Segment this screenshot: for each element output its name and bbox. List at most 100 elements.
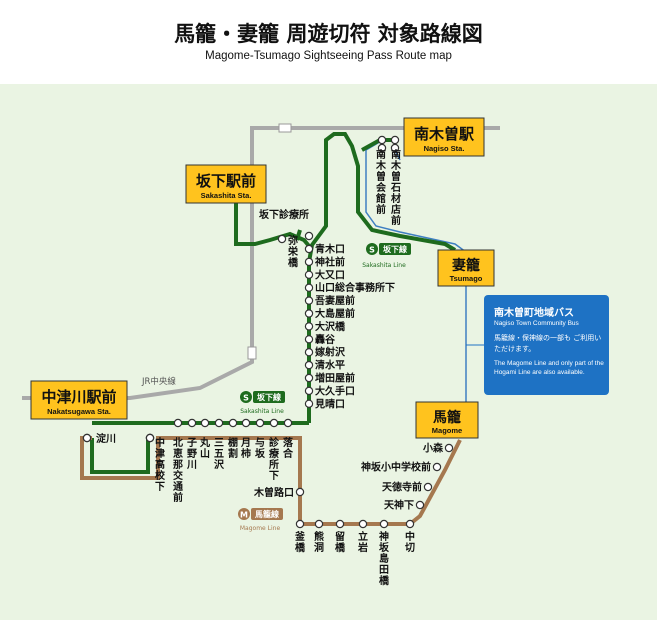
stop-node — [283, 418, 293, 428]
stop-label: 三五沢 — [214, 437, 225, 471]
stop-label: 吾妻屋前 — [315, 294, 355, 307]
stop-label: 中切 — [405, 530, 415, 554]
bus-info-panel: 南木曽町地域バス Nagiso Town Community Bus 馬籠線・保… — [484, 295, 609, 395]
stop-node — [241, 418, 251, 428]
stop-node — [304, 322, 314, 331]
stop-label: 青木口 — [315, 243, 345, 256]
stop-node — [255, 418, 265, 428]
svg-text:Sakashita Line: Sakashita Line — [240, 408, 284, 415]
stop-node — [304, 270, 314, 279]
stop-node — [379, 519, 389, 529]
stop-node — [405, 519, 415, 529]
stop-label: 釜橋 — [294, 530, 306, 554]
sakashita-line-mark-bottom: S 坂下線 Sakashita Line — [240, 391, 285, 415]
svg-text:坂下線: 坂下線 — [383, 244, 407, 254]
stop-node — [304, 309, 314, 318]
stop-label: 神社前 — [315, 255, 345, 268]
magome-line-mark: M 馬籠線 Magome Line — [238, 508, 283, 532]
svg-text:馬籠: 馬籠 — [433, 409, 461, 426]
stop-node — [304, 296, 314, 305]
stop-label: 棚割 — [228, 436, 238, 460]
jr-line-label: JR中央線 — [141, 376, 176, 387]
magome-stops — [295, 443, 454, 529]
station-box-nagiso: 南木曽駅 Nagiso Sta. — [403, 117, 485, 157]
stop-label: 南木曽石材店前 — [390, 148, 402, 227]
svg-text:Magome Line: Magome Line — [240, 525, 281, 532]
stop-labels: 青木口神社前大又口山口総合事務所下吾妻屋前大島屋前大沢橋轟谷嫁射沢清水平増田屋前… — [96, 148, 444, 587]
stop-node — [423, 482, 433, 492]
stop-node — [377, 135, 387, 145]
stop-node — [295, 487, 305, 497]
stop-label: 坂下診療所 — [259, 208, 309, 221]
stop-label: 山口総合事務所下 — [315, 281, 395, 294]
svg-text:M: M — [240, 511, 248, 520]
stop-node — [314, 519, 324, 529]
stop-node — [390, 135, 400, 145]
sakashita-line — [90, 132, 457, 474]
svg-text:中津川駅前: 中津川駅前 — [41, 388, 116, 406]
stop-node — [304, 283, 314, 292]
stop-label: 熊洞 — [314, 530, 324, 554]
station-box-sakashita: 坂下駅前 Sakashita Sta. — [185, 164, 267, 204]
stop-label: 増田屋前 — [315, 372, 355, 385]
stop-label: 神坂小中学校前 — [361, 461, 431, 474]
stop-label: 中津高校下 — [155, 436, 166, 493]
jr-crossing-marker — [247, 346, 257, 360]
stop-label: 見晴口 — [314, 397, 345, 410]
stop-node — [377, 143, 387, 153]
stop-label: 丸山 — [199, 436, 211, 460]
map-title: 馬籠・妻籠 周遊切符 対象路線図 — [174, 22, 483, 46]
stop-label: 北恵那交通前 — [173, 436, 183, 504]
stop-label: 与坂 — [255, 436, 266, 460]
bus-info-note-ja: 馬籠線・保神線の一部も ご利用いただけます。 — [494, 334, 602, 353]
stop-node — [304, 386, 314, 396]
station-box-nakatsugawa: 中津川駅前 Nakatsugawa Sta. — [30, 380, 128, 420]
stop-node — [173, 418, 183, 428]
svg-text:南木曽駅: 南木曽駅 — [414, 125, 475, 143]
svg-text:Sakashita Sta.: Sakashita Sta. — [201, 191, 252, 200]
stop-node — [304, 373, 314, 383]
stop-label: 落合 — [282, 436, 294, 460]
bus-info-title-en: Nagiso Town Community Bus — [494, 320, 579, 327]
station-box-tsumago: 妻籠 Tsumago — [437, 249, 495, 287]
stop-label: 立岩 — [357, 530, 368, 554]
stop-node — [390, 143, 400, 153]
stop-label: 子野川 — [186, 437, 197, 471]
stop-label: 大沢橋 — [315, 320, 346, 333]
sakashita-line-stops — [277, 231, 314, 408]
stop-node — [304, 244, 314, 254]
stop-node — [228, 418, 238, 428]
svg-text:Magome: Magome — [432, 426, 462, 435]
stop-label: 神坂島田橋 — [379, 530, 390, 587]
stop-node — [358, 519, 368, 529]
svg-text:坂下駅前: 坂下駅前 — [196, 172, 256, 190]
sakashita-line-mark-top: S 坂下線 Sakashita Line — [362, 243, 411, 269]
bus-info-title: 南木曽町地域バス — [494, 308, 574, 319]
stop-node — [304, 335, 314, 344]
svg-text:Nagiso Sta.: Nagiso Sta. — [424, 144, 465, 153]
stop-node — [187, 418, 197, 428]
svg-text:Nakatsugawa Sta.: Nakatsugawa Sta. — [47, 407, 111, 416]
stop-label: 轟谷 — [315, 333, 336, 346]
stop-node — [304, 257, 314, 267]
stop-node — [304, 399, 314, 408]
stop-label: 大久手口 — [315, 384, 355, 397]
stop-label: 嫁射沢 — [314, 346, 346, 359]
stop-node — [444, 443, 454, 453]
stop-label: 木曽路口 — [253, 486, 294, 499]
svg-text:馬籠線: 馬籠線 — [255, 509, 279, 519]
stop-label: 天神下 — [384, 499, 414, 512]
stop-node — [145, 433, 155, 443]
stop-node — [304, 360, 314, 370]
stop-label: 天徳寺前 — [382, 481, 422, 494]
stop-node — [335, 519, 345, 529]
stop-node — [82, 433, 92, 443]
jr-crossing-marker — [278, 123, 292, 133]
stop-node — [304, 231, 314, 241]
svg-text:S: S — [369, 246, 375, 255]
stop-label: 診療所下 — [269, 436, 280, 482]
map-subtitle: Magome-Tsumago Sightseeing Pass Route ma… — [205, 50, 452, 62]
station-box-magome: 馬籠 Magome — [415, 401, 479, 439]
stop-label: 小森 — [422, 442, 444, 455]
nagiso-stops — [377, 135, 400, 153]
